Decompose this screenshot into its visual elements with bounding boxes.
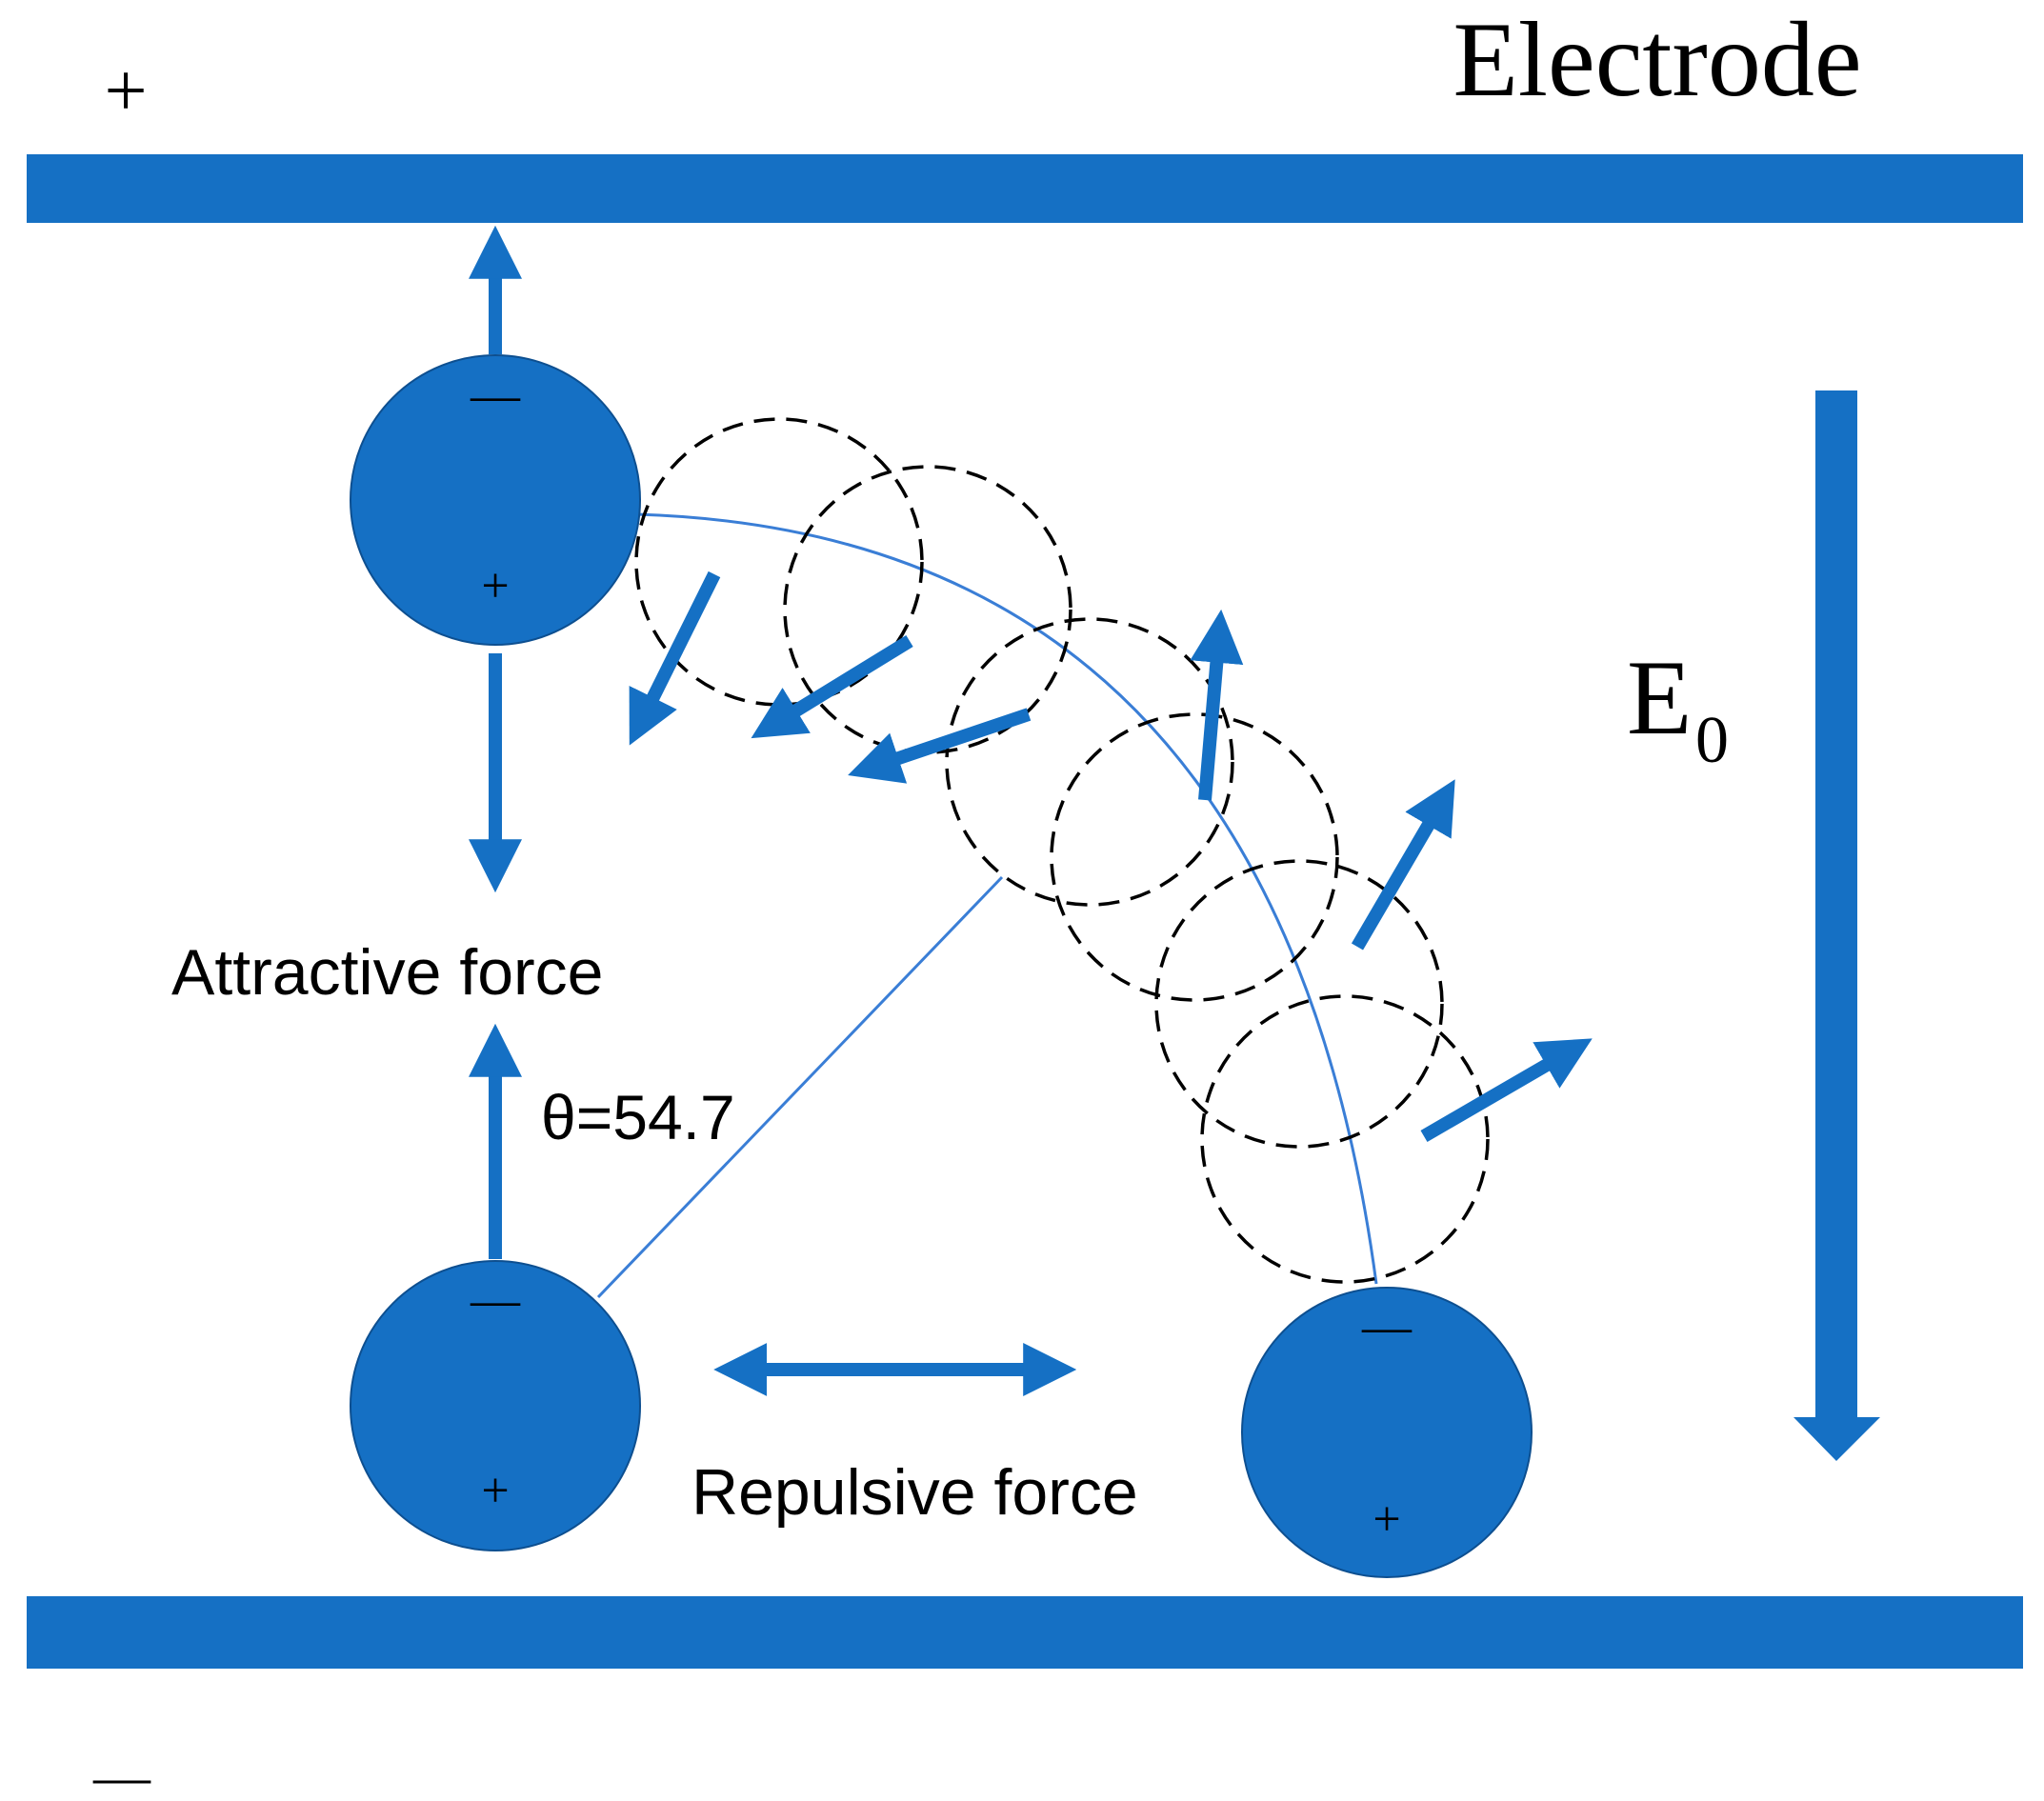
bottom-electrode (27, 1596, 2023, 1669)
dipole-arrow (1351, 779, 1455, 951)
dashed-circle (945, 617, 1234, 907)
dashed-circle (1200, 994, 1490, 1284)
positive-polarity-sign: + (104, 50, 147, 133)
particle-negative-sign: — (1361, 1300, 1413, 1354)
dashed-circle (1050, 712, 1339, 1002)
dipole-arrow (751, 635, 913, 739)
field-label: E (1627, 639, 1692, 757)
negative-polarity-sign: — (92, 1745, 151, 1801)
particle-top-left: — + (350, 354, 641, 646)
dashed-circle (783, 465, 1072, 754)
dipole-arrow (1420, 1038, 1593, 1143)
particle-negative-sign: — (470, 369, 521, 423)
particle-negative-sign: — (470, 1273, 521, 1328)
repulsive-force-label: Repulsive force (691, 1456, 1138, 1529)
electrode-title: Electrode (1453, 1, 1861, 119)
dipole-arrow (1190, 609, 1244, 801)
dipole-arrow (848, 708, 1032, 784)
angle-label: θ=54.7 (541, 1082, 735, 1152)
dashed-circle (634, 417, 924, 707)
particle-positive-sign: + (481, 1464, 509, 1518)
dashed-circle (1154, 859, 1444, 1149)
particle-positive-sign: + (1373, 1492, 1400, 1547)
attractive-force-label: Attractive force (171, 936, 604, 1009)
dipole-arrow (629, 570, 721, 746)
dipole-arrows (629, 570, 1593, 1143)
angle-line (596, 875, 1004, 1299)
trajectory-arc (635, 512, 1378, 1285)
field-arrow (1794, 390, 1880, 1461)
dashed-trajectory-circles (634, 417, 1490, 1284)
particle-bottom-right: — + (1241, 1287, 1533, 1578)
particle-positive-sign: + (481, 559, 509, 613)
particle-bottom-left: — + (350, 1260, 641, 1551)
field-label-subscript: 0 (1695, 704, 1729, 777)
top-electrode (27, 154, 2023, 223)
